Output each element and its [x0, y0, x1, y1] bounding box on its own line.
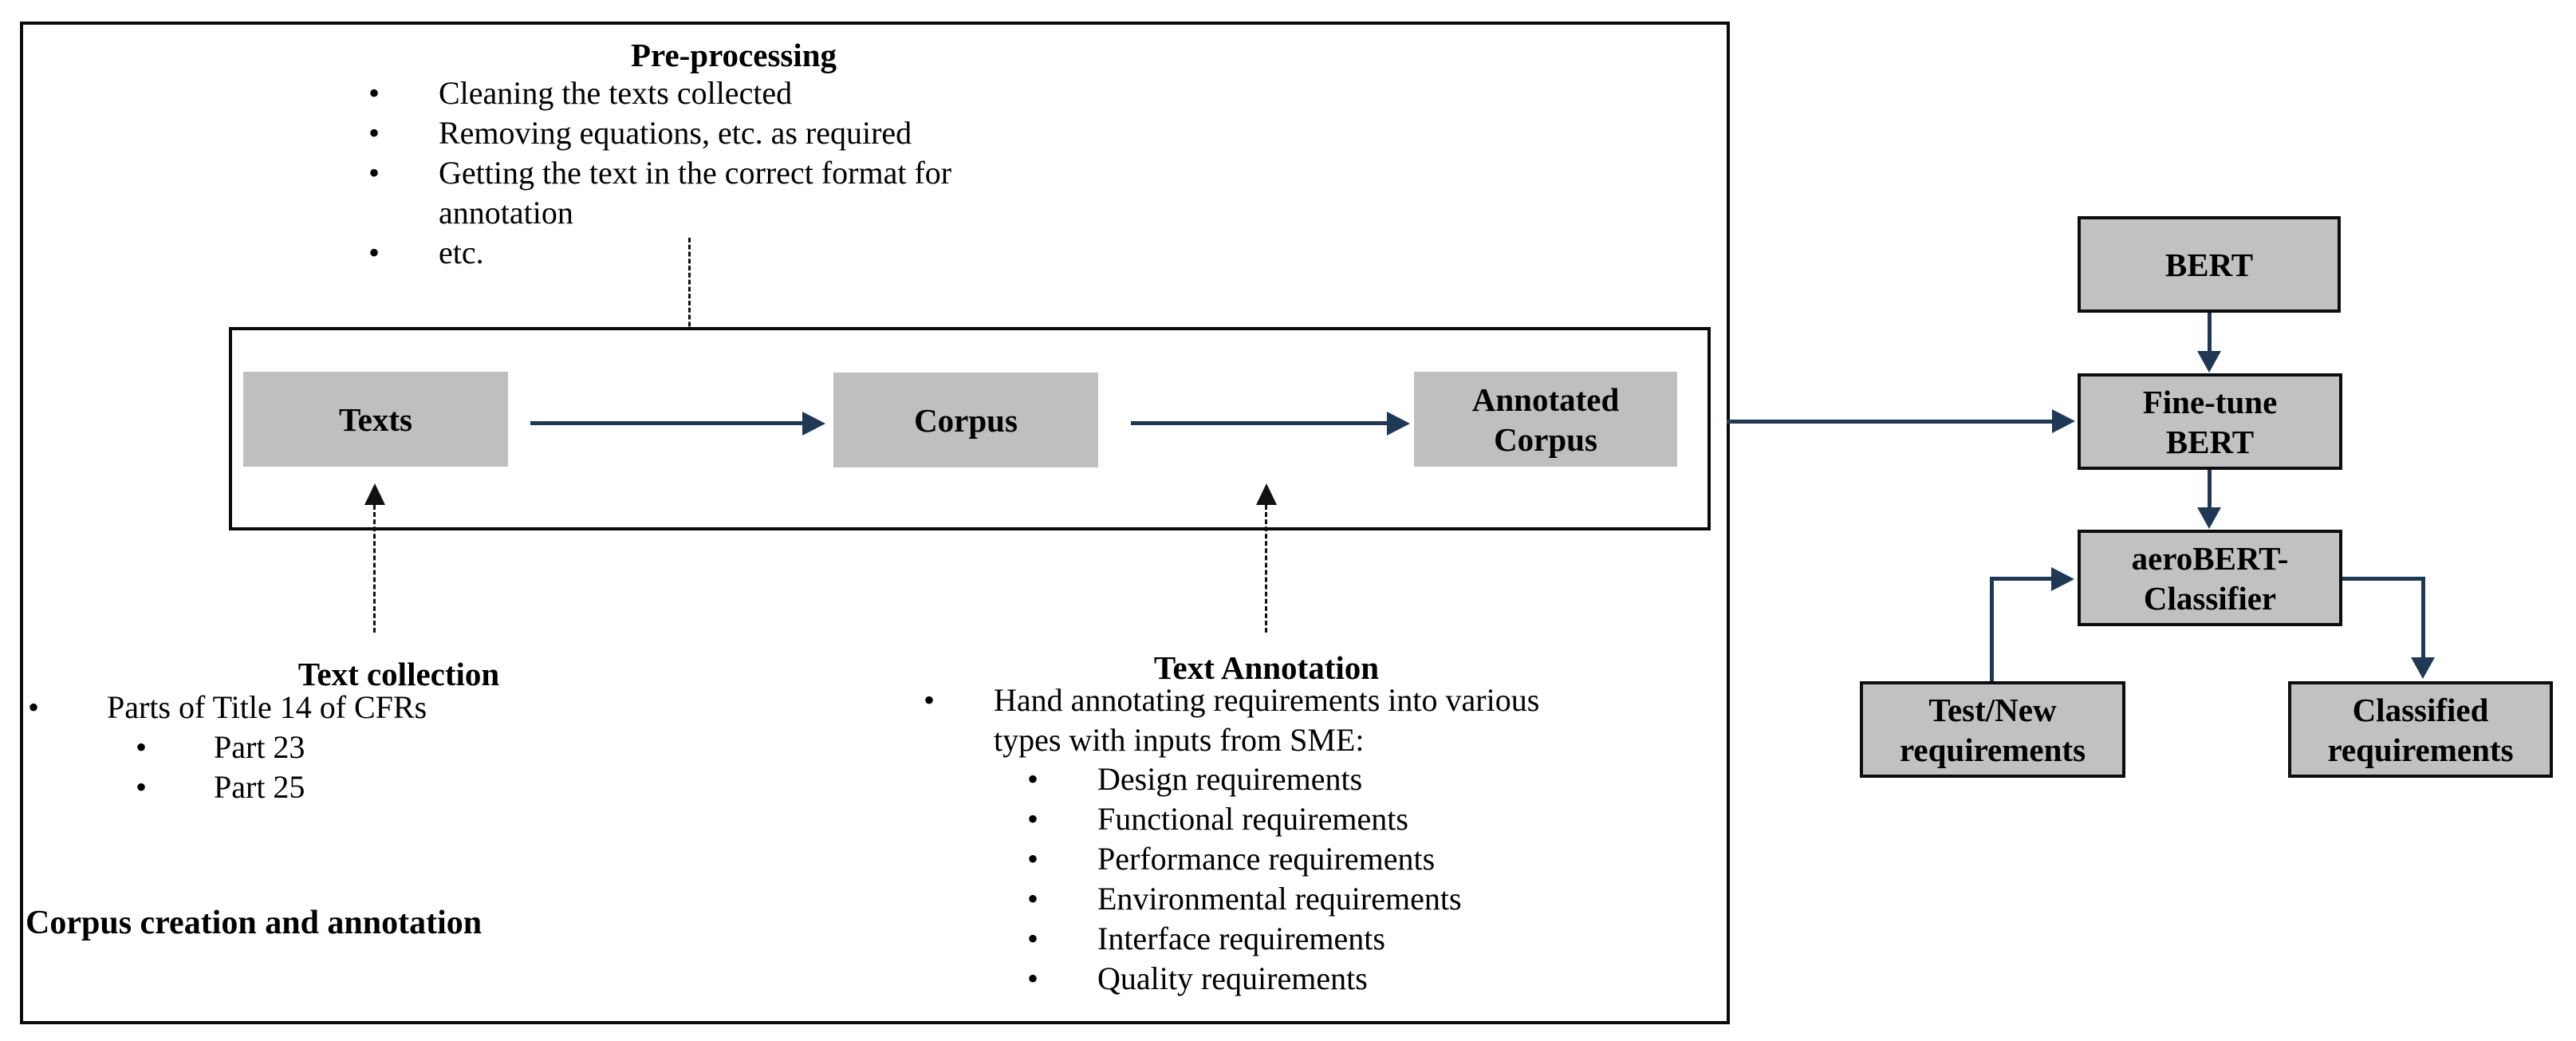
bullet-text: etc.: [439, 235, 484, 270]
bullet-icon: [1027, 919, 1097, 959]
text-collection-title: Text collection: [297, 656, 500, 692]
connector-testnew-horizontal: [1990, 577, 2052, 581]
bullet-spacer: [368, 193, 439, 233]
text-annotation-bullets: Hand annotating requirements into variou…: [924, 680, 1539, 760]
texts-box: Texts: [243, 372, 508, 467]
arrow-corpus-to-finetune: [1727, 420, 2053, 424]
bullet-text: Environmental requirements: [1097, 881, 1462, 917]
list-item: Part 25: [136, 767, 305, 807]
text-annotation-title: Text Annotation: [1153, 649, 1380, 686]
bullet-text: Part 23: [214, 729, 305, 765]
text-collection-bullets: Parts of Title 14 of CFRs: [28, 688, 427, 728]
bullet-text: Quality requirements: [1097, 960, 1368, 996]
bullet-text: Performance requirements: [1097, 841, 1436, 877]
text-collection-arrowhead-up-icon: [364, 483, 385, 505]
list-item-continuation: types with inputs from SME:: [924, 720, 1539, 760]
arrowhead-down-icon: [2197, 351, 2221, 373]
text-annotation-sub-bullets: Design requirements Functional requireme…: [1027, 759, 1462, 999]
bullet-icon: [1027, 759, 1097, 799]
bullet-text: Getting the text in the correct format f…: [439, 155, 952, 191]
text-collection-sub-bullets: Part 23 Part 25: [136, 728, 305, 807]
list-item: Quality requirements: [1027, 959, 1462, 999]
list-item: Performance requirements: [1027, 839, 1462, 879]
bullet-text: types with inputs from SME:: [994, 722, 1365, 758]
list-item: Cleaning the texts collected: [368, 73, 951, 113]
corpus-panel-label: Corpus creation and annotation: [26, 905, 483, 941]
bullet-text: Removing equations, etc. as required: [439, 115, 912, 151]
arrow-finetune-to-classifier: [2208, 470, 2212, 507]
classified-requirements-box: Classified requirements: [2288, 681, 2553, 778]
bullet-icon: [1027, 799, 1097, 839]
list-item: Environmental requirements: [1027, 879, 1462, 919]
list-item: Part 23: [136, 728, 305, 767]
arrow-bert-to-finetune: [2208, 313, 2212, 351]
text-annotation-dashed-line: [1265, 505, 1267, 633]
arrowhead-down-icon: [2411, 657, 2435, 679]
arrow-corpus-to-annotated: [1131, 421, 1388, 425]
corpus-box: Corpus: [833, 373, 1098, 467]
connector-classified-vertical: [2421, 577, 2425, 657]
annotated-corpus-box: Annotated Corpus: [1414, 372, 1677, 467]
bullet-text: Functional requirements: [1097, 801, 1408, 837]
arrowhead-right-icon: [2052, 409, 2075, 433]
finetune-bert-box: Fine-tune BERT: [2078, 373, 2342, 470]
list-item: Design requirements: [1027, 759, 1462, 799]
arrowhead-right-icon: [1387, 412, 1410, 436]
bullet-icon: [368, 233, 439, 273]
list-item: Hand annotating requirements into variou…: [924, 680, 1539, 720]
list-item: Interface requirements: [1027, 919, 1462, 959]
list-item: Getting the text in the correct format f…: [368, 153, 951, 193]
bullet-icon: [28, 688, 107, 728]
bullet-spacer: [924, 720, 994, 760]
bert-box: BERT: [2078, 216, 2341, 313]
aerobert-classifier-box: aeroBERT- Classifier: [2078, 530, 2342, 626]
arrowhead-right-icon: [802, 412, 825, 436]
arrowhead-right-icon: [2051, 567, 2074, 591]
bullet-text: Hand annotating requirements into variou…: [994, 682, 1540, 718]
preprocessing-dashed-line: [688, 238, 691, 369]
bullet-text: annotation: [439, 195, 573, 231]
bullet-icon: [1027, 879, 1097, 919]
list-item-continuation: annotation: [368, 193, 951, 233]
bullet-text: Parts of Title 14 of CFRs: [107, 689, 427, 725]
bullet-icon: [924, 680, 994, 720]
connector-testnew-vertical: [1990, 577, 1994, 681]
test-new-requirements-box: Test/New requirements: [1860, 681, 2125, 778]
arrowhead-down-icon: [2197, 507, 2221, 529]
arrow-texts-to-corpus: [530, 421, 803, 425]
text-annotation-arrowhead-up-icon: [1256, 483, 1277, 505]
bullet-icon: [136, 767, 214, 807]
list-item: Removing equations, etc. as required: [368, 113, 951, 153]
bullet-icon: [1027, 959, 1097, 999]
list-item: etc.: [368, 233, 951, 273]
preprocessing-bullets: Cleaning the texts collected Removing eq…: [368, 73, 951, 273]
bullet-icon: [368, 153, 439, 193]
bullet-text: Part 25: [214, 769, 305, 805]
bullet-icon: [1027, 839, 1097, 879]
bullet-icon: [136, 728, 214, 767]
bullet-icon: [368, 113, 439, 153]
bullet-text: Interface requirements: [1097, 921, 1385, 956]
bullet-text: Design requirements: [1097, 761, 1363, 797]
preprocessing-title: Pre-processing: [630, 37, 837, 73]
connector-classified-horizontal: [2342, 577, 2425, 581]
list-item: Functional requirements: [1027, 799, 1462, 839]
bullet-icon: [368, 73, 439, 113]
text-collection-dashed-line: [373, 505, 376, 633]
bullet-text: Cleaning the texts collected: [439, 75, 793, 111]
list-item: Parts of Title 14 of CFRs: [28, 688, 427, 728]
